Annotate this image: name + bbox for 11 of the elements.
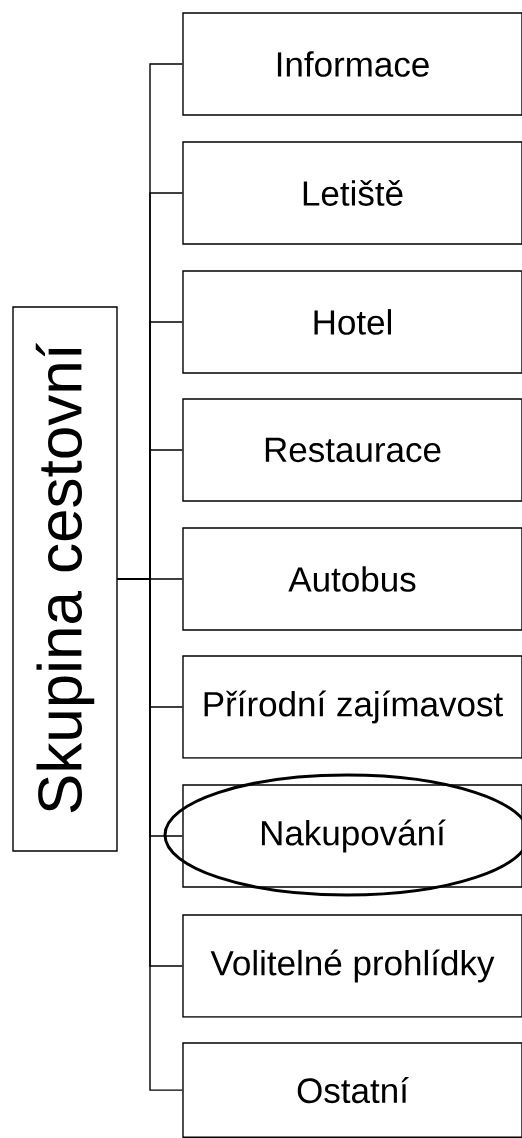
- item-box: Ostatní: [182, 1042, 522, 1138]
- item-box: Nakupování: [182, 784, 522, 888]
- category-box: Skupina cestovní: [12, 306, 118, 852]
- item-box: Volitelné prohlídky: [182, 914, 522, 1018]
- item-box: Letiště: [182, 141, 522, 245]
- item-box: Informace: [182, 12, 522, 116]
- item-box: Hotel: [182, 270, 522, 374]
- item-box: Restaurace: [182, 398, 522, 502]
- connector-line: [117, 578, 183, 1091]
- item-box: Autobus: [182, 527, 522, 631]
- item-box: Přírodní zajímavost: [182, 655, 522, 759]
